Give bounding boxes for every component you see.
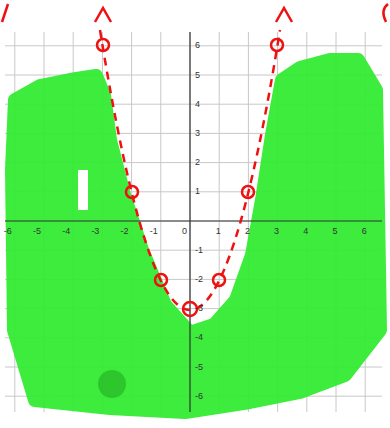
- shaded-region: [12, 60, 380, 412]
- axis-number: 3: [274, 227, 279, 236]
- boundary-curve: [2, 4, 388, 316]
- axis-number: -3: [91, 227, 99, 236]
- axis-number: -4: [62, 227, 70, 236]
- axis-number: -5: [33, 227, 41, 236]
- axis-number: 3: [195, 129, 200, 138]
- axis-number: 2: [245, 227, 250, 236]
- grid: [5, 32, 382, 412]
- axis-number: -2: [195, 275, 203, 284]
- axis-number: -1: [150, 227, 158, 236]
- grid-line: [190, 32, 191, 412]
- axis-number: 1: [195, 187, 200, 196]
- axis-number: 2: [195, 158, 200, 167]
- axis-number: -1: [195, 246, 203, 255]
- axis-number: -2: [121, 227, 129, 236]
- unshaded-gap: [78, 170, 88, 210]
- axis-number: 4: [303, 227, 308, 236]
- axes: [5, 32, 382, 412]
- axis-number: 6: [362, 227, 367, 236]
- axis-number: 0: [182, 227, 187, 236]
- axis-number: 6: [195, 41, 200, 50]
- axis-number: -6: [4, 227, 12, 236]
- axis-number: -5: [195, 363, 203, 372]
- axis-number: 1: [216, 227, 221, 236]
- axis-number: 5: [195, 71, 200, 80]
- axis-number: -3: [195, 304, 203, 313]
- axis-number: 4: [195, 100, 200, 109]
- axis-number: -6: [195, 392, 203, 401]
- axis-number: 5: [332, 227, 337, 236]
- axis-number: -4: [195, 333, 203, 342]
- grid-line: [5, 45, 382, 46]
- grid-line: [5, 221, 382, 222]
